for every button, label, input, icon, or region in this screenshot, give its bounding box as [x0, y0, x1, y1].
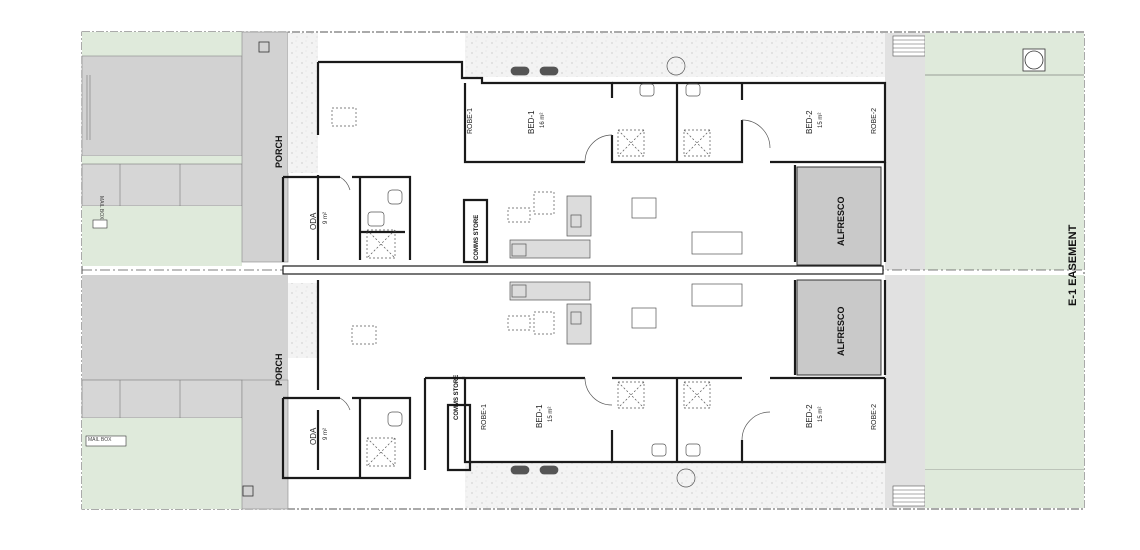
bed2-label-top: BED-2	[805, 110, 814, 134]
mail-box-label-bottom: MAIL BOX	[88, 437, 112, 443]
site-boundary	[81, 31, 1085, 510]
party-wall	[282, 265, 884, 275]
oda-label-top: ODA	[309, 212, 318, 230]
top-unit-walls	[281, 60, 887, 264]
alfresco-top	[796, 166, 882, 266]
easement-label: E-1 EASEMENT	[1067, 224, 1079, 306]
alfresco-label-bottom: ALFRESCO	[836, 307, 846, 357]
porch-label-bottom: PORCH	[274, 353, 284, 386]
mail-box-label-top: MAIL BOX	[98, 196, 104, 220]
oda-area-bottom: 9 m²	[323, 428, 329, 440]
oda-area-top: 9 m²	[323, 212, 329, 224]
comms-store-label-top: COMMS STORE	[474, 215, 480, 260]
bed1-area-bottom: 15 m²	[548, 407, 554, 422]
gravel-side-top	[288, 33, 318, 173]
robe1-label-top: ROBE-1	[467, 108, 474, 134]
porch-label-top: PORCH	[274, 135, 284, 168]
bed2-area-bottom: 15 m²	[818, 407, 824, 422]
bed1-area-top: 16 m²	[540, 113, 546, 128]
front-yard-top	[81, 31, 289, 266]
comms-store-label-bottom: COMMS STORE	[454, 375, 460, 420]
gravel-side-bottom	[288, 283, 318, 358]
alfresco-bottom	[796, 279, 882, 376]
bed2-area-top: 15 m²	[818, 113, 824, 128]
bottom-unit-walls	[281, 280, 887, 480]
top-unit-fixtures	[331, 56, 771, 259]
oda-label-bottom: ODA	[309, 427, 318, 445]
robe2-label-top: ROBE-2	[871, 108, 878, 134]
rear-yard	[885, 33, 1084, 508]
bed1-label-top: BED-1	[527, 110, 536, 134]
bottom-unit-fixtures	[339, 281, 771, 488]
bed2-label-bottom: BED-2	[805, 404, 814, 428]
front-yard-bottom	[81, 275, 289, 510]
alfresco-label-top: ALFRESCO	[836, 197, 846, 247]
gravel-bottom	[465, 462, 885, 508]
robe2-label-bottom: ROBE-2	[871, 404, 878, 430]
bed1-label-bottom: BED-1	[535, 404, 544, 428]
gravel-top	[465, 33, 885, 77]
robe1-label-bottom: ROBE-1	[481, 404, 488, 430]
